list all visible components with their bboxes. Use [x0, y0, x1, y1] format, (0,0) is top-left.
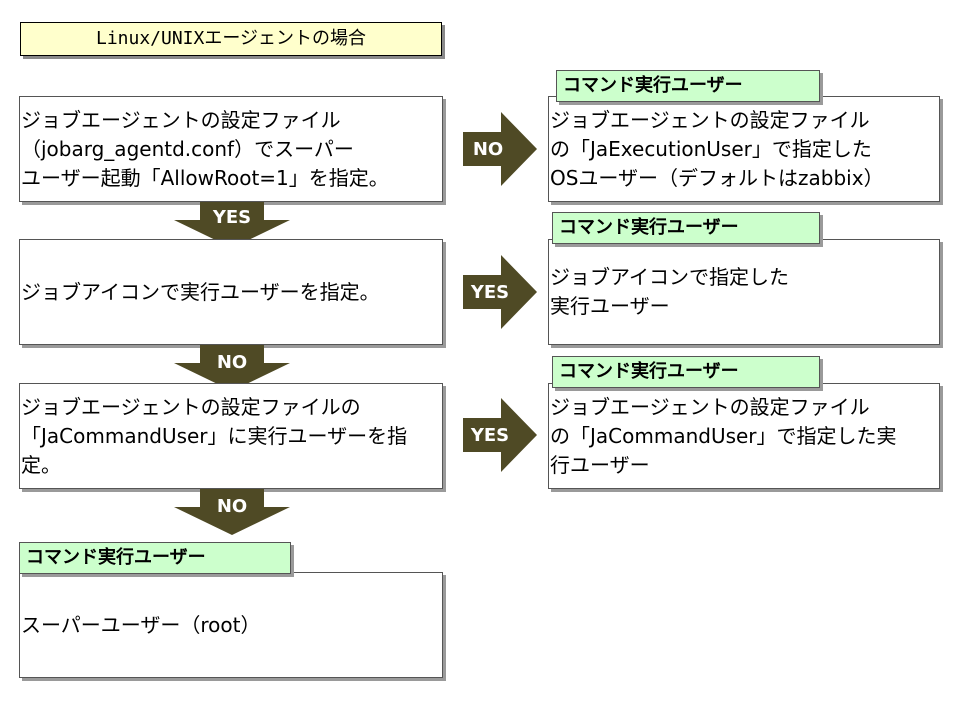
command-user-tag: コマンド実行ユーザー — [552, 356, 820, 388]
result-box-job-icon-user: ジョブアイコンで指定した実行ユーザー — [548, 239, 940, 345]
box-text-line: 「JaCommandUser」に実行ユーザーを指 — [21, 423, 408, 448]
right-arrow-yes-1: YES — [463, 255, 537, 329]
box-text-line: 実行ユーザー — [550, 294, 670, 318]
result-box-command-user: ジョブエージェントの設定ファイルの「JaCommandUser」で指定した実行ユ… — [548, 383, 940, 489]
step-box-allowroot: ジョブエージェントの設定ファイル （jobarg_agentd.conf）でスーパ… — [19, 96, 443, 202]
right-arrow-label: YES — [470, 282, 509, 303]
right-arrow-yes-2: YES — [463, 398, 537, 472]
right-arrow-label: NO — [473, 139, 503, 160]
box-text-line: 行ユーザー — [550, 452, 650, 477]
box-text-line: （jobarg_agentd.conf）でスーパー — [21, 136, 354, 161]
box-text-line: の「JaCommandUser」で指定した実 — [550, 423, 897, 448]
result-box-root: スーパーユーザー（root） — [19, 572, 443, 678]
down-arrow-no-1: NO — [174, 345, 290, 391]
down-arrow-yes: YES — [174, 202, 290, 248]
box-text-line: OSユーザー（デフォルトはzabbix） — [550, 165, 884, 190]
down-arrow-label: NO — [217, 496, 247, 517]
command-user-tag: コマンド実行ユーザー — [552, 212, 820, 244]
command-user-tag: コマンド実行ユーザー — [19, 542, 291, 574]
right-arrow-no: NO — [463, 112, 537, 186]
box-text-line: ジョブエージェントの設定ファイル — [21, 107, 341, 132]
right-arrow-label: YES — [470, 425, 509, 446]
box-text-line: 定。 — [21, 452, 61, 477]
diagram-title: Linux/UNIXエージェントの場合 — [20, 22, 442, 56]
box-text-line: ジョブアイコンで指定した — [550, 265, 789, 289]
step-box-job-icon: ジョブアイコンで実行ユーザーを指定。 — [19, 239, 443, 345]
down-arrow-label: NO — [217, 352, 247, 373]
box-text-line: ジョブエージェントの設定ファイル — [550, 107, 870, 132]
down-arrow-no-2: NO — [174, 489, 290, 535]
box-text-line: ユーザー起動「AllowRoot=1」を指定。 — [21, 165, 389, 190]
down-arrow-label: YES — [212, 207, 251, 228]
step-box-jacommanduser: ジョブエージェントの設定ファイルの「JaCommandUser」に実行ユーザーを… — [19, 383, 443, 489]
box-text-line: ジョブエージェントの設定ファイルの — [21, 394, 361, 419]
box-text-line: ジョブエージェントの設定ファイル — [550, 394, 870, 419]
result-box-execution-user: ジョブエージェントの設定ファイルの「JaExecutionUser」で指定した O… — [548, 96, 940, 202]
box-text-line: スーパーユーザー（root） — [21, 612, 261, 637]
command-user-tag: コマンド実行ユーザー — [556, 70, 820, 102]
box-text-line: ジョブアイコンで実行ユーザーを指定。 — [21, 279, 380, 304]
box-text-line: の「JaExecutionUser」で指定した — [550, 136, 872, 161]
